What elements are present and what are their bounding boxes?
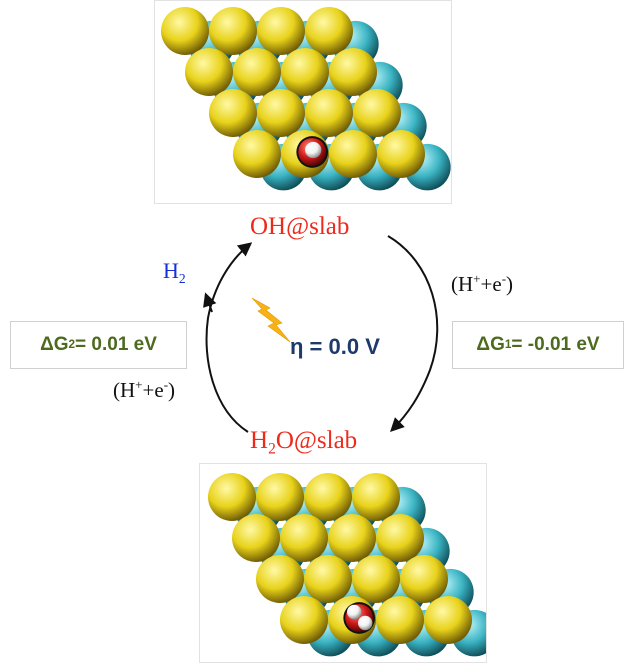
gold-atom: [424, 596, 472, 644]
gold-atom: [376, 514, 424, 562]
h2-product-label: H2: [163, 258, 186, 286]
gold-atom: [257, 7, 305, 55]
gold-atom: [209, 89, 257, 137]
gold-atom: [400, 555, 448, 603]
gold-atom: [256, 473, 304, 521]
gold-atom: [305, 7, 353, 55]
h2-release-arrow: [203, 292, 217, 313]
gold-atom: [376, 596, 424, 644]
gold-atom: [280, 514, 328, 562]
gold-atom: [281, 48, 329, 96]
gold-atom: [305, 89, 353, 137]
gold-atom: [257, 89, 305, 137]
oh-slab-label: OH@slab: [250, 213, 350, 240]
h2o-slab-structure-image: [208, 473, 486, 657]
gold-atom: [232, 514, 280, 562]
gold-atom: [256, 555, 304, 603]
gold-atom: [209, 7, 257, 55]
left-reagent-label: (H++e-): [113, 377, 176, 402]
gold-atom: [328, 514, 376, 562]
oh-slab-structure-image: [161, 7, 451, 191]
right-cycle-arrow: [387, 235, 439, 432]
gold-atom: [161, 7, 209, 55]
lightning-icon: [251, 297, 291, 343]
gold-atom: [304, 473, 352, 521]
left-cycle-arrow: [205, 242, 253, 433]
gold-atom: [329, 130, 377, 178]
gold-atom: [304, 555, 352, 603]
gold-atom: [329, 48, 377, 96]
gold-atom: [377, 130, 425, 178]
h2o-slab-label: H2O@slab: [250, 427, 358, 458]
gold-atom: [353, 89, 401, 137]
bottom-slab-panel: [199, 463, 487, 663]
gold-atom: [280, 596, 328, 644]
gold-atom: [352, 473, 400, 521]
gold-atom: [185, 48, 233, 96]
gold-atom: [208, 473, 256, 521]
gold-atom: [352, 555, 400, 603]
right-reagent-label: (H++e-): [451, 271, 514, 296]
water-molecule: [343, 602, 376, 634]
top-slab-panel: [154, 0, 452, 204]
gold-atom: [233, 48, 281, 96]
overpotential-label: η = 0.0 V: [290, 334, 380, 359]
gold-atom: [233, 130, 281, 178]
hydroxyl-molecule: [296, 136, 329, 168]
